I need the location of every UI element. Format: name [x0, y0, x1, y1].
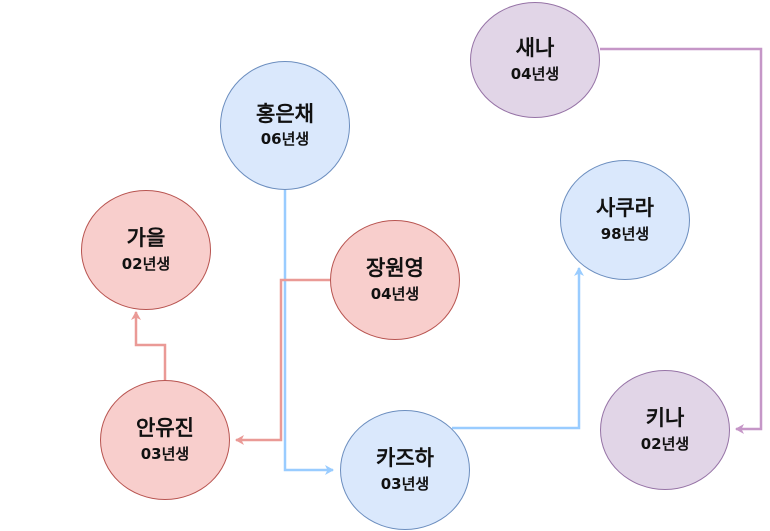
node-sena[interactable]: 새나 04년생 [470, 2, 600, 118]
node-hong-eunchae[interactable]: 홍은채 06년생 [220, 61, 350, 190]
node-year: 04년생 [370, 284, 420, 303]
node-name: 키나 [645, 406, 685, 431]
node-year: 04년생 [510, 64, 560, 83]
node-ahn-yujin[interactable]: 안유진 03년생 [100, 380, 230, 500]
node-year: 03년생 [140, 444, 190, 463]
node-year: 02년생 [640, 434, 690, 453]
node-name: 카즈하 [376, 446, 434, 471]
node-name: 홍은채 [256, 101, 314, 126]
edge-kazuha-to-sakura [452, 267, 584, 430]
edge-ahn-to-gaeul [131, 311, 167, 380]
node-year: 98년생 [600, 224, 650, 243]
node-kazuha[interactable]: 카즈하 03년생 [340, 410, 470, 530]
edge-jang-to-ahn [235, 278, 330, 445]
node-sakura[interactable]: 사쿠라 98년생 [560, 160, 690, 280]
edge-sena-to-kina [600, 47, 763, 434]
node-year: 06년생 [260, 130, 310, 149]
node-gaeul[interactable]: 가을 02년생 [81, 190, 211, 310]
node-year: 03년생 [380, 474, 430, 493]
node-name: 장원영 [366, 256, 424, 281]
node-year: 02년생 [121, 254, 171, 273]
node-name: 안유진 [136, 416, 194, 441]
node-jang-wonyoung[interactable]: 장원영 04년생 [330, 220, 460, 340]
node-name: 사쿠라 [596, 196, 654, 221]
node-kina[interactable]: 키나 02년생 [600, 370, 730, 490]
node-name: 새나 [515, 36, 555, 61]
node-name: 가을 [126, 226, 166, 251]
edge-hong-to-kazuha [283, 190, 334, 475]
